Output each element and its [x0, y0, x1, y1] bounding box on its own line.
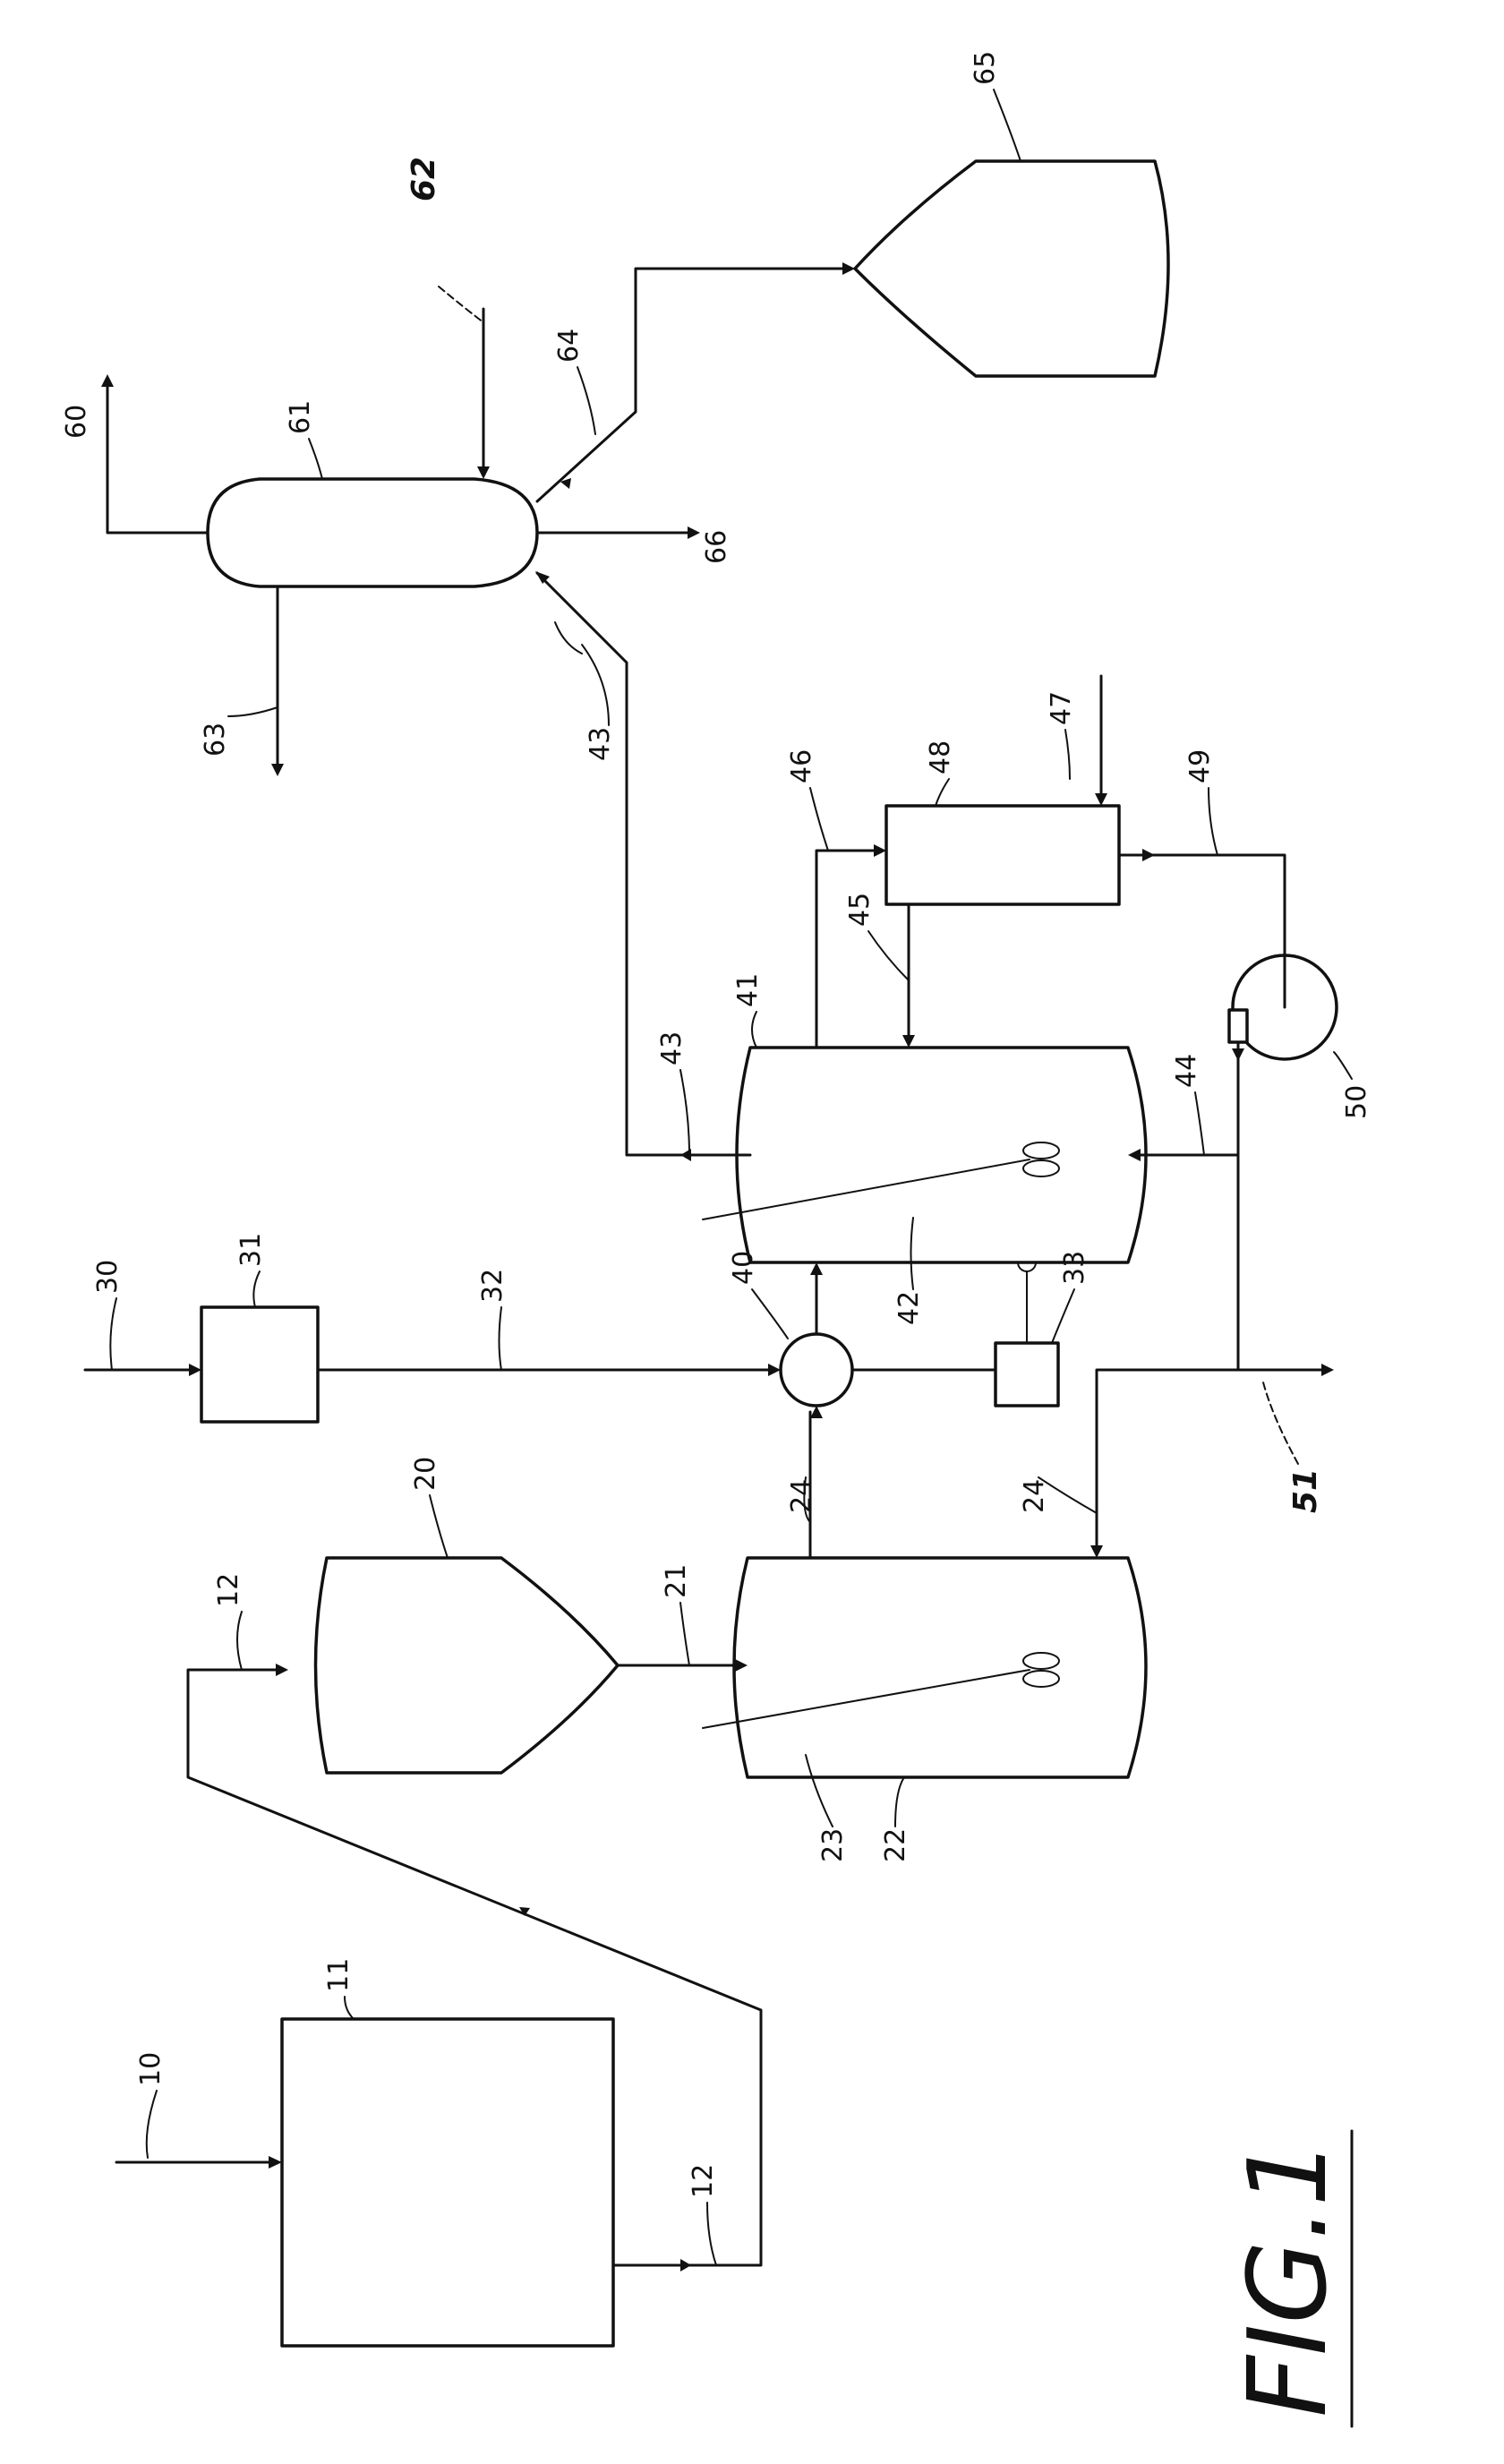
label-24a: 24: [786, 1479, 817, 1513]
unit-33: [994, 1341, 1060, 1407]
figure-caption: FIG.1: [1226, 2138, 1351, 2417]
label-50: 50: [1341, 1085, 1372, 1119]
label-20: 20: [410, 1457, 441, 1491]
label-10: 10: [135, 2052, 167, 2086]
label-46: 46: [786, 749, 817, 783]
label-33: 33: [1059, 1251, 1090, 1285]
label-48: 48: [925, 740, 956, 774]
label-12b: 12: [213, 1573, 244, 1607]
label-45: 45: [844, 893, 876, 927]
label-21: 21: [661, 1564, 692, 1598]
label-42: 42: [893, 1291, 925, 1325]
agitator-blade-23a: [1022, 1652, 1060, 1670]
label-30: 30: [92, 1260, 124, 1294]
label-62: 62: [406, 157, 442, 201]
label-31: 31: [235, 1233, 267, 1267]
label-66: 66: [701, 530, 732, 564]
exchanger-48: [884, 804, 1121, 906]
label-43a: 43: [656, 1031, 688, 1065]
agitator-blade-23b: [1022, 1670, 1060, 1688]
label-64: 64: [553, 329, 585, 363]
separator-61: [206, 477, 539, 588]
label-43b: 43: [585, 727, 616, 761]
label-24b: 24: [1019, 1479, 1050, 1513]
vessel-11: [280, 2017, 615, 2348]
hopper-20: [313, 1556, 620, 1775]
mixer-40: [779, 1332, 854, 1407]
label-47: 47: [1046, 691, 1077, 725]
label-49: 49: [1184, 749, 1216, 783]
unit-31: [200, 1305, 320, 1424]
label-51: 51: [1287, 1468, 1324, 1513]
label-23: 23: [817, 1828, 849, 1862]
label-44: 44: [1171, 1054, 1202, 1088]
agitator-shaft-42: [702, 1159, 1030, 1220]
label-63: 63: [200, 723, 231, 757]
label-65: 65: [970, 51, 1001, 85]
label-40: 40: [728, 1251, 759, 1285]
hopper-65: [853, 159, 1170, 378]
label-60: 60: [61, 405, 92, 439]
reactor-41: [735, 1046, 1148, 1264]
label-22: 22: [880, 1828, 911, 1862]
label-12a: 12: [688, 2164, 719, 2198]
label-41: 41: [732, 973, 764, 1007]
label-61: 61: [285, 400, 316, 434]
label-11: 11: [323, 1958, 355, 1992]
reactor-22: [732, 1556, 1148, 1779]
agitator-shaft-23: [702, 1669, 1030, 1729]
label-32: 32: [477, 1269, 508, 1303]
